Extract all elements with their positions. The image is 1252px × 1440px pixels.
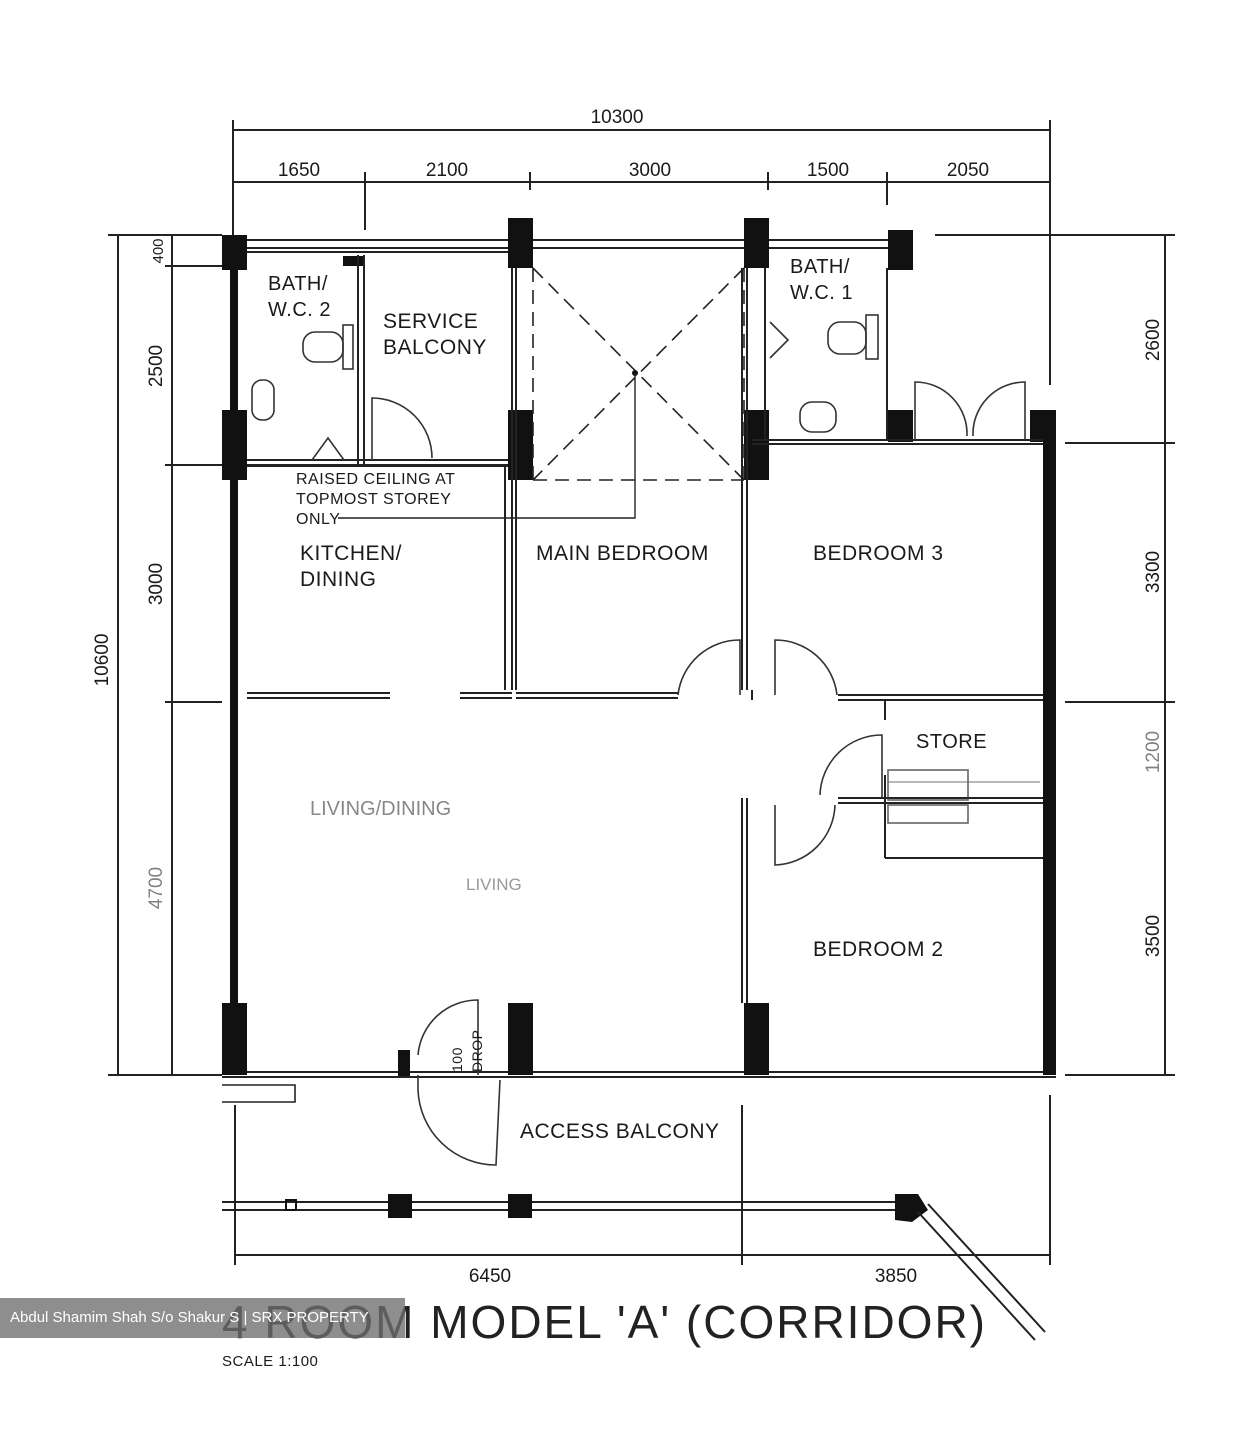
top-dim-2: 2100: [426, 160, 468, 181]
toilet-fixtures: [251, 314, 879, 433]
top-total-dimension: 10300: [591, 107, 644, 128]
left-dim-3: 3000: [146, 563, 167, 605]
corridor: [222, 1194, 1046, 1341]
bottom-dim-2: 3850: [875, 1266, 917, 1287]
bottom-dim-1: 6450: [469, 1266, 511, 1287]
drop-note-line2: DROP: [469, 1030, 485, 1072]
raised-ceiling-cross: [338, 267, 745, 519]
left-total-dimension: 10600: [92, 634, 113, 687]
living-label: LIVING: [466, 875, 522, 894]
store-label: STORE: [916, 731, 987, 753]
bedroom-2-label: BEDROOM 2: [813, 938, 944, 961]
drop-note-line1: 100: [449, 1047, 465, 1072]
raised-ceiling-note-line3: ONLY: [296, 511, 340, 528]
bath-wc-2-label-line2: W.C. 2: [268, 299, 331, 321]
kitchen-dining-label-line1: KITCHEN/: [300, 542, 402, 565]
service-balcony-label-line1: SERVICE: [383, 310, 478, 333]
top-dim-5: 2050: [947, 160, 989, 181]
raised-ceiling-note-line1: RAISED CEILING AT: [296, 471, 455, 488]
left-dim-4: 4700: [146, 867, 167, 909]
door-swings: [311, 321, 1026, 1166]
bottom-dimension-lines: [234, 1095, 1051, 1265]
store-shelves: [887, 769, 1040, 824]
top-dimension-lines: [232, 120, 1051, 385]
living-dining-label: LIVING/DINING: [310, 798, 451, 820]
main-bedroom-label: MAIN BEDROOM: [536, 542, 709, 565]
interior-partitions: [247, 251, 1043, 1003]
raised-ceiling-note-line2: TOPMOST STOREY: [296, 491, 451, 508]
top-dim-1: 1650: [278, 160, 320, 181]
scale-label: SCALE 1:100: [222, 1353, 318, 1370]
right-dim-3: 1200: [1143, 731, 1164, 773]
right-dim-2: 3300: [1143, 551, 1164, 593]
bath-wc-2-label-line1: BATH/: [268, 273, 328, 295]
left-dim-2: 2500: [146, 345, 167, 387]
top-dim-3: 3000: [629, 160, 671, 181]
bath-wc-1-label-line1: BATH/: [790, 256, 850, 278]
kitchen-dining-label-line2: DINING: [300, 568, 377, 591]
watermark-banner: [0, 1298, 405, 1338]
left-dim-1: 400: [150, 238, 167, 263]
bedroom-3-label: BEDROOM 3: [813, 542, 944, 565]
top-dim-4: 1500: [807, 160, 849, 181]
bath-wc-1-label-line2: W.C. 1: [790, 282, 853, 304]
right-dimension-lines: [935, 234, 1175, 1076]
right-dim-1: 2600: [1143, 319, 1164, 361]
access-balcony-label: ACCESS BALCONY: [520, 1120, 720, 1143]
right-dim-4: 3500: [1143, 915, 1164, 957]
watermark-text: Abdul Shamim Shah S/o Shakur S | SRX PRO…: [10, 1309, 369, 1326]
service-balcony-label-line2: BALCONY: [383, 336, 487, 359]
gate-stub: [222, 1050, 410, 1103]
